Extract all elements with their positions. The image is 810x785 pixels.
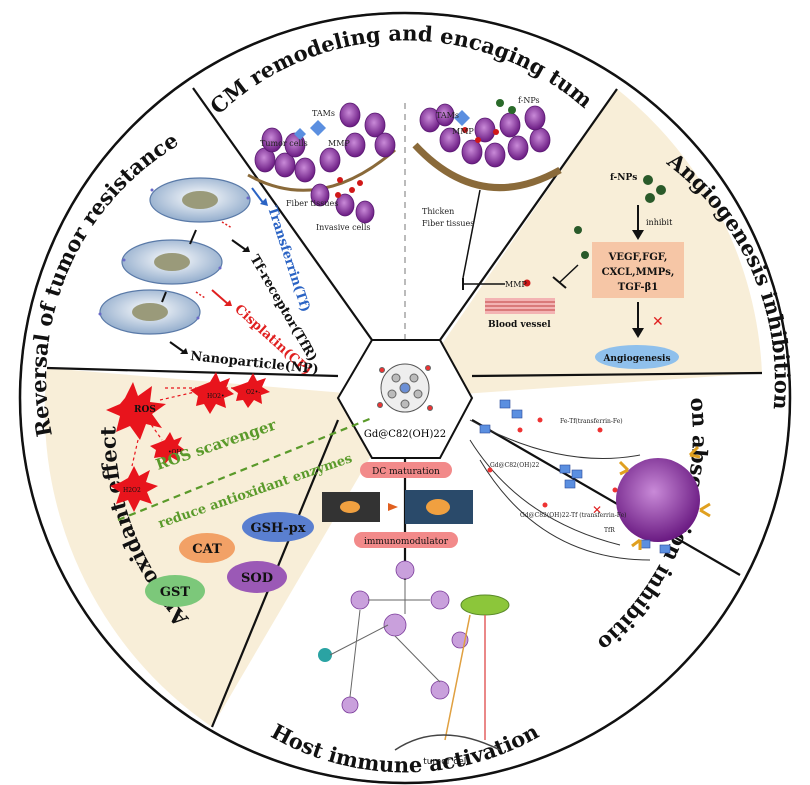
ho2-label: HO2• xyxy=(207,393,225,400)
cat-label: CAT xyxy=(192,542,222,557)
gsh-badge xyxy=(242,512,314,542)
ecm-right-mmp-label: MMP xyxy=(452,127,474,136)
ecm-tams-label: TAMs xyxy=(312,109,335,118)
iron-illustration: ✕ xyxy=(469,399,711,561)
block-x-icon: ✕ xyxy=(652,314,664,330)
gst-badge xyxy=(145,575,205,607)
center-formula: Gd@C82(OH)22 xyxy=(364,429,446,440)
ecm-fnps-label: f-NPs xyxy=(518,96,540,105)
fullerene-molecule-icon xyxy=(377,363,433,413)
cat-badge xyxy=(179,533,235,563)
angio-fnps-label: f-NPs xyxy=(610,173,637,183)
growth-factor-box xyxy=(592,242,684,298)
gsh-label: GSH-px xyxy=(250,521,305,536)
resistance-illustration xyxy=(98,177,268,354)
ecm-invasive-label: Invasive cells xyxy=(316,223,371,232)
dc-maturation-label: DC maturation xyxy=(372,467,440,477)
ecm-right-tams-label: TAMs xyxy=(436,111,459,120)
ros-label: ROS xyxy=(134,405,156,415)
angio-inhibit-label: inhibit xyxy=(646,218,673,227)
iron-label-gd: Gd@C82(OH)22 xyxy=(490,462,540,469)
iron-label-gd-tf: Gd@C82(OH)22-Tf (transferrin-Fe) xyxy=(520,512,626,519)
sod-badge xyxy=(227,561,287,593)
ecm-right-illustration xyxy=(412,99,562,279)
ros-stars xyxy=(106,372,270,512)
tumor-cell-label: tumor cell xyxy=(423,757,469,767)
factor-line-1: VEGF,FGF, xyxy=(608,252,668,263)
h2o2-label: H2O2 xyxy=(123,487,141,494)
factor-line-2: CXCL,MMPs, xyxy=(602,267,675,278)
immune-network xyxy=(318,560,510,751)
immunomodulator-pill xyxy=(354,532,458,548)
oh-radical-label: •OH xyxy=(168,449,182,456)
gst-label: GST xyxy=(160,585,190,600)
o2-label: O2•- xyxy=(246,389,260,396)
ecm-mmp-label: MMP xyxy=(328,139,350,148)
angio-illustration: ✕ xyxy=(462,175,684,369)
immunomodulator-label: immunomodulator xyxy=(364,537,449,547)
tumor-cell-sphere xyxy=(616,458,700,542)
sod-label: SOD xyxy=(241,571,273,586)
factor-line-3: TGF-β1 xyxy=(618,282,658,293)
dc-maturation-pill xyxy=(360,462,452,478)
ecm-tumor-cells-label: Tumor cells xyxy=(260,139,308,148)
angiogenesis-pill xyxy=(595,345,679,369)
iron-label-fe-tf: Fe-Tf(transferrin-Fe) xyxy=(560,418,623,425)
antiox-dashed-line xyxy=(117,416,373,522)
ecm-left-illustration xyxy=(247,102,396,224)
iron-tfr-label: TfR xyxy=(604,527,615,534)
ecm-fiber-label: Fiber tissues xyxy=(286,199,338,208)
ecm-thicken-label: Thicken xyxy=(422,207,454,216)
blood-vessel-label: Blood vessel xyxy=(488,320,551,330)
angio-background xyxy=(405,89,762,398)
ecm-thicken-fiber-label: Fiber tissues xyxy=(422,219,474,228)
angio-mmp-label: MMP xyxy=(505,280,527,289)
angiogenesis-label: Angiogenesis xyxy=(602,354,670,364)
svg-text:✕: ✕ xyxy=(592,503,602,517)
